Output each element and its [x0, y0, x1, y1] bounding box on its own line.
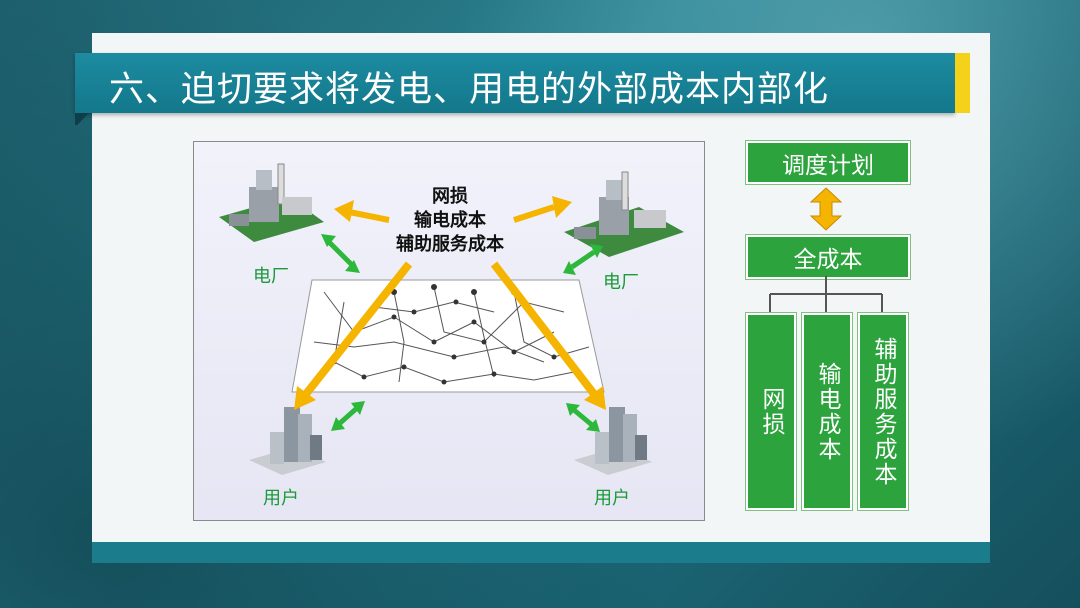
center-label-line: 辅助服务成本 [396, 234, 504, 255]
interaction-arrows [321, 234, 603, 432]
arrow-to-right-plant [513, 196, 572, 223]
tree-connector [769, 276, 883, 312]
network-cost-label: 网损 输电成本 辅助服务成本 [380, 185, 520, 257]
center-label-line: 输电成本 [414, 210, 486, 231]
title-accent [955, 53, 970, 113]
double-arrow-icon [809, 187, 843, 231]
double-arrow-user-right [566, 403, 600, 432]
page-title: 六、迫切要求将发电、用电的外部成本内部化 [109, 70, 830, 110]
title-bar: 六、迫切要求将发电、用电的外部成本内部化 [75, 53, 955, 125]
double-arrow-plant-right [563, 244, 603, 275]
arrow-to-left-user [294, 261, 413, 410]
user-left-label: 用户 [263, 488, 299, 509]
grid-map [291, 279, 605, 393]
component-box-transmission-cost: 输电成本 [802, 313, 852, 510]
power-network-figure [193, 141, 705, 521]
cost-flow-arrows [294, 196, 606, 410]
power-plant-right-icon [564, 171, 684, 257]
user-buildings-right-icon [574, 407, 652, 475]
user-buildings-left-icon [249, 407, 326, 475]
power-plant-left-label: 电厂 [253, 266, 289, 287]
center-label-line: 网损 [432, 186, 468, 207]
title-bar-fold [75, 113, 91, 125]
power-plant-left-icon [219, 163, 324, 242]
bottom-band [92, 542, 990, 563]
component-box-ancillary-cost: 辅助服务成本 [858, 313, 908, 510]
full-cost-box: 全成本 [746, 235, 910, 279]
double-arrow-plant-left [321, 234, 360, 273]
arrow-to-right-user [490, 261, 606, 410]
double-arrow-user-left [331, 401, 365, 431]
dispatch-plan-box: 调度计划 [746, 141, 910, 184]
component-box-network-loss: 网损 [746, 313, 796, 510]
network-illustration [219, 163, 684, 475]
user-right-label: 用户 [594, 488, 630, 509]
power-plant-right-label: 电厂 [603, 272, 639, 293]
arrow-to-left-plant [334, 200, 390, 223]
